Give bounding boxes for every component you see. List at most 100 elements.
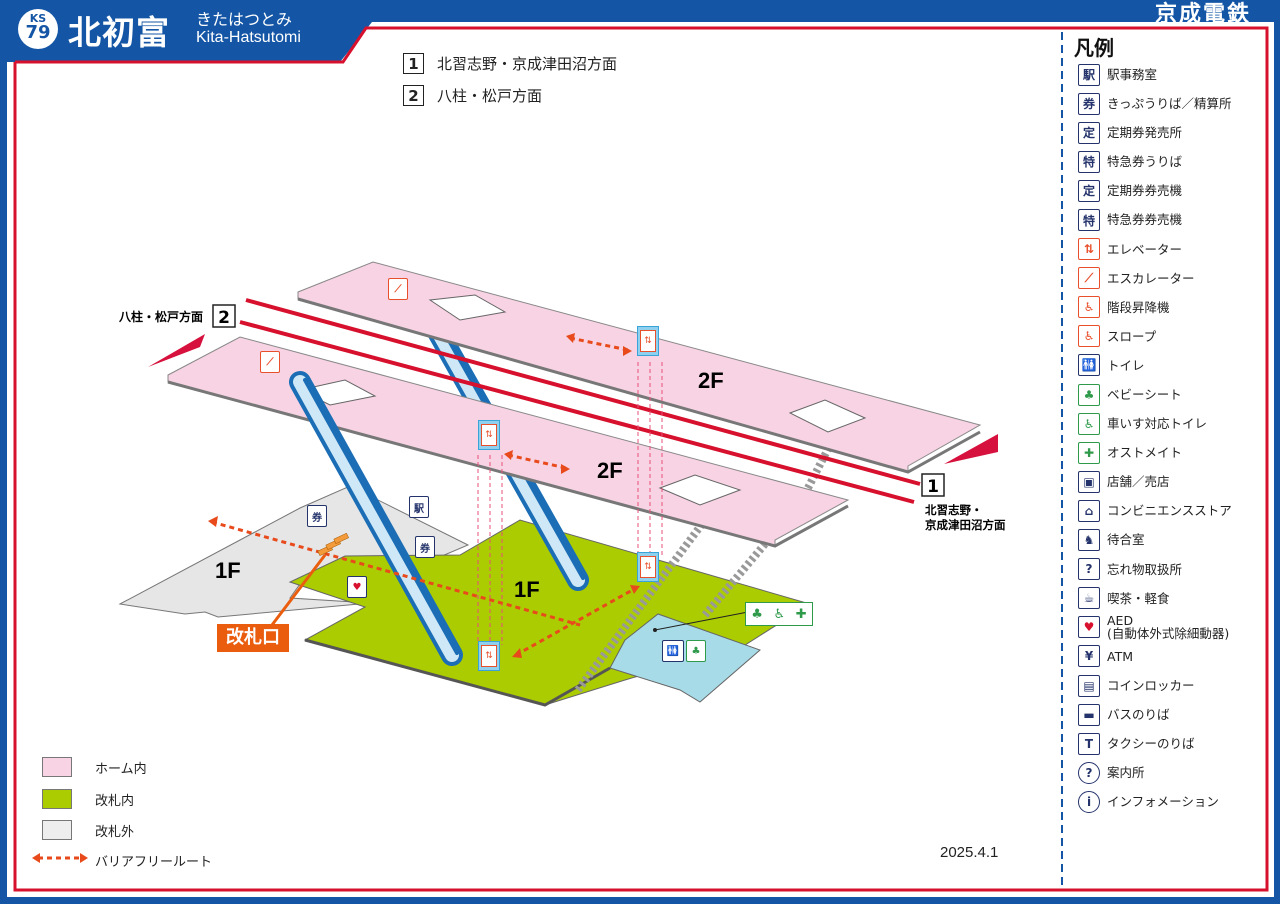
direction-1-number: 1 (403, 53, 424, 74)
station-number-badge: KS 79 (18, 9, 58, 49)
map-direction-1-label-line1: 北習志野・ (925, 503, 983, 517)
stairs-back (701, 535, 774, 618)
legend-item: ⇅エレベーター (1078, 235, 1263, 264)
legend-item-label: 車いす対応トイレ (1107, 417, 1207, 430)
station-romaji: Kita-Hatsutomi (196, 29, 301, 46)
aed-icon: ♥ (347, 576, 367, 598)
legend-item: ☕喫茶・軽食 (1078, 584, 1263, 613)
map-direction-2-number: 2 (218, 308, 230, 328)
legend-item-text: バスのりば (1107, 707, 1170, 723)
legend-item: ▤ コインロッカー (1078, 671, 1263, 700)
legend-item: T タクシーのりば (1078, 729, 1263, 758)
station-office-icon: 駅 (409, 496, 429, 518)
direction-2: 2 八柱・松戸方面 (403, 85, 542, 106)
legend-item-text: スロープ (1107, 328, 1157, 344)
legend-item-text: ベビーシート (1107, 387, 1182, 403)
legend-item-text: 車いす対応トイレ (1107, 416, 1208, 432)
legend-item-text: 喫茶・軽食 (1107, 590, 1170, 606)
legend-item-label: 待合室 (1107, 533, 1145, 546)
shop-icon: ▣ (1078, 470, 1100, 493)
ostomate-icon: ✚ (1078, 441, 1100, 464)
legend-item-label: 喫茶・軽食 (1107, 592, 1170, 605)
legend-item-text: 階段昇降機 (1107, 299, 1170, 315)
legend-item: ▣店舗／売店 (1078, 467, 1263, 496)
legend-item: 駅駅事務室 (1078, 60, 1263, 89)
legend-item-text: 特急券うりば (1107, 154, 1183, 170)
legend-item: ♥AED(自動体外式除細動器) (1078, 613, 1263, 642)
legend-item-label: エレベーター (1107, 242, 1182, 256)
legend-item-text: インフォメーション (1107, 794, 1219, 810)
direction-1-label: 北習志野・京成津田沼方面 (437, 55, 618, 73)
legend-item-label: トイレ (1107, 359, 1145, 372)
legend-outside-gate-label: 改札外 (95, 825, 135, 840)
legend-item-text: 忘れ物取扱所 (1107, 561, 1183, 577)
swatch-outside-gate (42, 820, 72, 840)
legend-item-subtext: (自動体外式除細動器) (1107, 626, 1230, 642)
legend-item-label: エスカレーター (1107, 272, 1195, 285)
legend-item: ▬バスのりば (1078, 700, 1263, 729)
escalator-icon: ⟋ (388, 278, 408, 300)
legend-item: ? 忘れ物取扱所 (1078, 555, 1263, 584)
toilet-icon: 🚻 (1078, 354, 1100, 377)
legend-item: 定定期券券売機 (1078, 176, 1263, 205)
legend-item-label: ATM (1107, 650, 1133, 663)
stair-lift-icon: ♿ (1078, 296, 1100, 319)
arrow-left-direction (148, 334, 205, 367)
legend-item-label: 定期券券売機 (1107, 184, 1182, 197)
legend-item-label: コンビニエンスストア (1107, 504, 1232, 517)
legend-item: ✚オストメイト (1078, 438, 1263, 467)
station-number: 79 (25, 22, 51, 43)
legend-item-text: 案内所 (1107, 765, 1145, 781)
ostomate-icon: ✚ (795, 606, 807, 622)
legend-item-label: タクシーのりば (1107, 737, 1195, 750)
legend-item: 特特急券券売機 (1078, 205, 1263, 234)
taxi-icon: T (1078, 732, 1100, 755)
accessible-toilet-icon: ♿ (1078, 412, 1100, 435)
legend-item-text: きっぷうりば／精算所 (1107, 96, 1232, 112)
barrier-free-route (211, 336, 637, 657)
station-kana: きたはつとみ (196, 10, 293, 29)
legend-item: ♞ 待合室 (1078, 526, 1263, 555)
escalator-front (289, 371, 463, 666)
legend-item-text: 駅事務室 (1107, 66, 1158, 82)
legend-item: ¥ATM (1078, 642, 1263, 671)
legend-item-label: AED(自動体外式除細動器) (1107, 614, 1229, 640)
legend-item-text: タクシーのりば (1107, 736, 1195, 752)
legend-item-label: 忘れ物取扱所 (1107, 563, 1182, 576)
ticket-office-icon: 券 (415, 536, 435, 558)
legend-item-text: コインロッカー (1107, 677, 1195, 693)
coin-locker-icon: ▤ (1078, 674, 1100, 697)
convenience-store-icon: ⌂ (1078, 499, 1100, 522)
express-ticket-machine-icon: 特 (1078, 209, 1100, 232)
escalator-icon: ⟋ (260, 351, 280, 373)
elevator-icon: ⇅ (637, 552, 659, 582)
direction-2-number: 2 (403, 85, 424, 106)
brand-logo: 京成電鉄 (1155, 2, 1252, 27)
map-direction-1-number: 1 (927, 477, 939, 497)
baby-seat-icon: ♣ (686, 640, 706, 662)
waiting-room-icon: ♞ (1078, 529, 1100, 552)
legend-item: ♣ベビーシート (1078, 380, 1263, 409)
legend-item-label: 特急券うりば (1107, 155, 1182, 168)
track-2 (239, 320, 915, 504)
toilet-icon: 🚻 (662, 640, 684, 662)
accessible-toilet-icon: ♿ (773, 606, 786, 622)
legend-item: ♿ 車いす対応トイレ (1078, 409, 1263, 438)
escalator-icon: ⟋ (1078, 267, 1100, 290)
station-office-icon: 駅 (1078, 63, 1100, 86)
information-center-icon: ? (1078, 761, 1100, 784)
limited-express-ticket-icon: 特 (1078, 150, 1100, 173)
legend-item-label: きっぷうりば／精算所 (1107, 97, 1232, 110)
station-name: 北初富 (68, 13, 170, 52)
legend-item: 🚻 トイレ (1078, 351, 1263, 380)
elevator-icon: ⇅ (478, 420, 500, 450)
elevator-icon: ⇅ (478, 641, 500, 671)
floor-label-2f-front: 2F (597, 458, 623, 483)
legend-item: ⌂ コンビニエンスストア (1078, 496, 1263, 525)
ticket-gate-label: 改札口 (217, 624, 289, 652)
floor-label-2f-back: 2F (698, 368, 724, 393)
legend-item-text: コンビニエンスストア (1107, 503, 1232, 519)
legend-item-label: 案内所 (1107, 766, 1145, 779)
legend-item-label: コインロッカー (1107, 679, 1195, 692)
lost-and-found-icon: ? (1078, 558, 1100, 581)
